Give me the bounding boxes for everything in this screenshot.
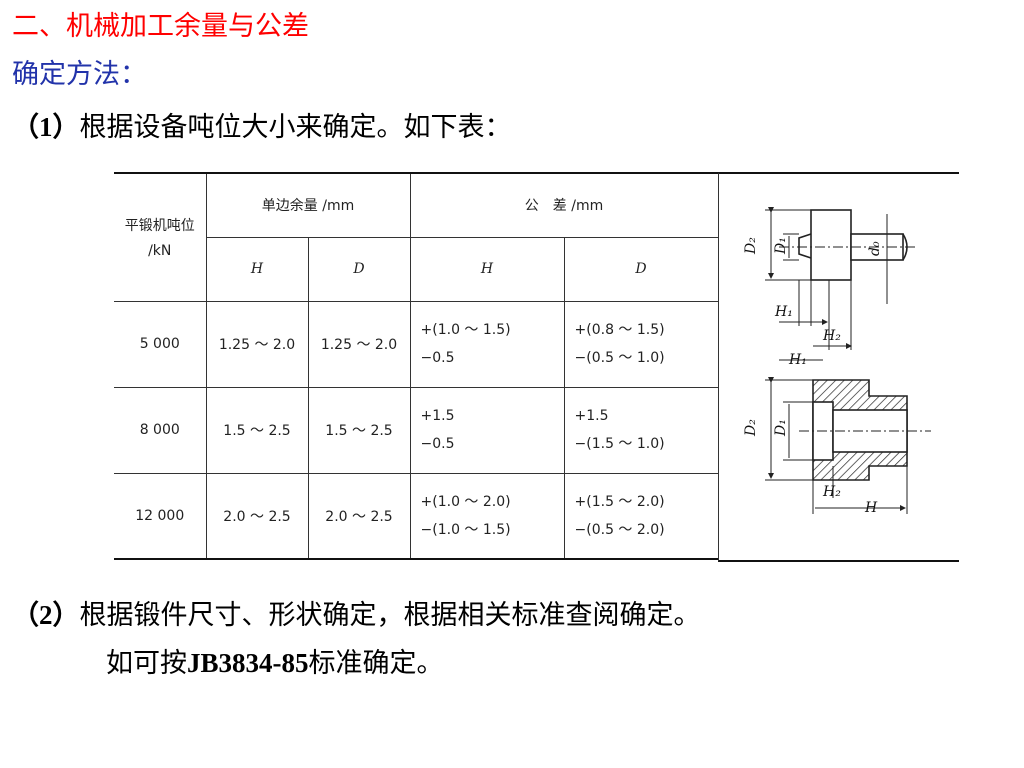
cell-tol-h: +(1.0 ～ 1.5) −0.5: [409, 300, 565, 388]
tol-upper: +(0.8 ～ 1.5): [574, 322, 665, 338]
cell-allow-d: 1.25 ～ 2.0: [307, 300, 411, 388]
table-row: 12 000 2.0 ～ 2.5 2.0 ～ 2.5 +(1.0 ～ 2.0) −…: [114, 472, 719, 560]
item-1: （1）根据设备吨位大小来确定。如下表：: [12, 110, 512, 145]
tol-lower: −(0.5 ～ 1.0): [574, 350, 665, 366]
cell-tol-d: +(1.5 ～ 2.0) −(0.5 ～ 2.0): [563, 472, 719, 560]
cell-tol-h: +1.5 −0.5: [409, 386, 565, 474]
forging-drawing: D₂ D₁ d₀ H₁ H₂ H₁ D₂ D₁ H₂ H: [743, 207, 931, 516]
tol-upper: +(1.5 ～ 2.0): [574, 493, 665, 510]
tol-lower: −(1.0 ～ 1.5): [420, 521, 511, 538]
cell-tonnage: 8 000: [114, 386, 207, 474]
cell-allow-d: 1.5 ～ 2.5: [307, 386, 411, 474]
tol-upper: +(1.0 ～ 2.0): [420, 493, 511, 510]
cell-tol-d: +(0.8 ～ 1.5) −(0.5 ～ 1.0): [563, 300, 719, 388]
item-2: （2）根据锻件尺寸、形状确定，根据相关标准查阅确定。: [12, 598, 701, 633]
forging-diagram: D₂ D₁ d₀ H₁ H₂ H₁ D₂ D₁ H₂ H: [718, 172, 959, 562]
item-1-text: 根据设备吨位大小来确定。如下表：: [79, 112, 512, 143]
header-allow-d: D: [307, 236, 411, 302]
item-2-number: （2）: [12, 600, 80, 630]
cell-allow-h: 2.0 ～ 2.5: [205, 472, 309, 560]
header-tolerance: 公 差 /mm: [409, 172, 719, 238]
cell-allow-h: 1.25 ～ 2.0: [205, 300, 309, 388]
tol-upper: +1.5: [574, 408, 609, 424]
label-D2-upper: D₂: [743, 237, 759, 255]
slide-title: 二、机械加工余量与公差: [12, 11, 309, 42]
standard-prefix: 如可按: [106, 648, 187, 679]
label-H2-lower: H₂: [822, 484, 841, 500]
header-tol-h: H: [409, 236, 565, 302]
standard-code: JB3834-85: [187, 648, 309, 678]
item-2-standard: 如可按JB3834-85标准确定。: [106, 646, 444, 681]
cell-tonnage: 5 000: [114, 300, 207, 388]
header-tonnage: 平锻机吨位 /kN: [114, 172, 207, 302]
label-H1-upper: H₁: [774, 304, 793, 320]
label-D2-lower: D₂: [743, 419, 759, 437]
lower-part: [765, 359, 931, 514]
table-row: 8 000 1.5 ～ 2.5 1.5 ～ 2.5 +1.5 −0.5 +1.5 −…: [114, 386, 719, 474]
standard-suffix: 标准确定。: [308, 648, 444, 679]
tol-lower: −(1.5 ～ 1.0): [574, 436, 665, 452]
header-tonnage-line2: /kN: [148, 243, 172, 260]
tol-lower: −0.5: [420, 350, 455, 366]
header-tonnage-line1: 平锻机吨位: [124, 218, 195, 235]
item-2-text: 根据锻件尺寸、形状确定，根据相关标准查阅确定。: [79, 600, 701, 631]
cell-allow-d: 2.0 ～ 2.5: [307, 472, 411, 560]
tol-upper: +1.5: [420, 408, 455, 424]
tol-lower: −(0.5 ～ 2.0): [574, 521, 665, 538]
tol-lower: −0.5: [420, 436, 455, 452]
label-D1-upper: D₁: [773, 237, 789, 255]
allowance-table: 平锻机吨位 /kN 单边余量 /mm 公 差 /mm H D H D 5 000…: [114, 172, 719, 560]
table-row: 5 000 1.25 ～ 2.0 1.25 ～ 2.0 +(1.0 ～ 1.5)…: [114, 300, 719, 388]
header-tol-d: D: [563, 236, 719, 302]
header-allow-h: H: [206, 236, 309, 302]
tol-upper: +(1.0 ～ 1.5): [420, 322, 511, 338]
label-H1-lower: H₁: [788, 352, 807, 368]
label-H2-upper: H₂: [822, 328, 841, 344]
cell-allow-h: 1.5 ～ 2.5: [205, 386, 309, 474]
upper-part: [765, 207, 915, 350]
label-D1-lower: D₁: [773, 419, 789, 437]
label-d0: d₀: [867, 241, 883, 256]
cell-tonnage: 12 000: [114, 472, 207, 560]
method-heading: 确定方法：: [12, 59, 147, 90]
cell-tol-h: +(1.0 ～ 2.0) −(1.0 ～ 1.5): [409, 472, 565, 560]
header-allowance: 单边余量 /mm: [205, 172, 411, 238]
cell-tol-d: +1.5 −(1.5 ～ 1.0): [563, 386, 719, 474]
label-H: H: [864, 500, 878, 516]
item-1-number: （1）: [12, 112, 80, 142]
